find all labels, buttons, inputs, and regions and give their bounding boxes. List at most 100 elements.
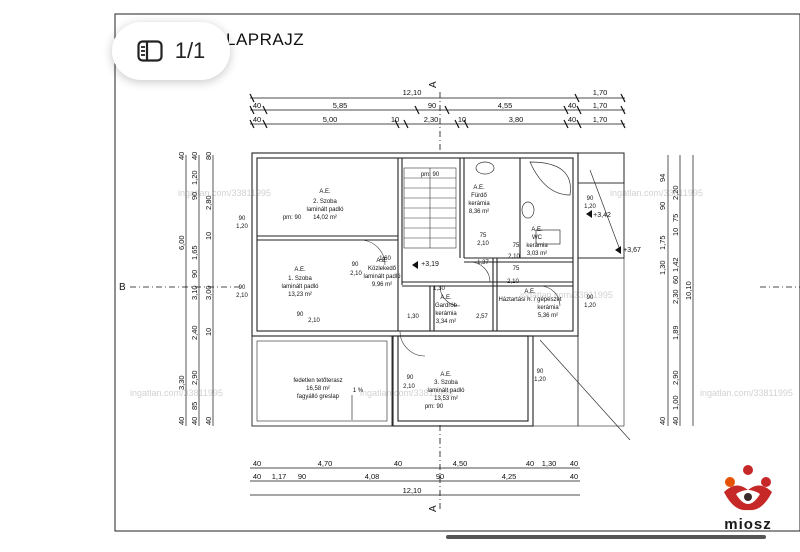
svg-text:40: 40: [190, 152, 199, 160]
svg-text:90: 90: [352, 262, 359, 268]
top-overall-dim: 12,10: [403, 88, 422, 97]
svg-text:1,30: 1,30: [542, 459, 557, 468]
svg-text:4,55: 4,55: [498, 101, 513, 110]
svg-text:40: 40: [570, 472, 578, 481]
svg-text:+3,67: +3,67: [623, 247, 641, 254]
top-dimensions: [249, 93, 626, 129]
svg-text:3,34 m²: 3,34 m²: [436, 319, 456, 325]
svg-text:90: 90: [537, 369, 544, 375]
watermark: ingatlan.com/33811995: [700, 388, 793, 398]
svg-text:3. Szoba: 3. Szoba: [434, 380, 458, 386]
terrace-slope: [351, 169, 631, 441]
svg-text:1,75: 1,75: [658, 235, 667, 250]
svg-text:2,10: 2,10: [507, 279, 519, 285]
svg-text:1,20: 1,20: [236, 224, 248, 230]
svg-text:90: 90: [239, 285, 246, 291]
svg-text:3,80: 3,80: [509, 115, 524, 124]
svg-text:90: 90: [407, 375, 414, 381]
svg-text:1,00: 1,00: [671, 395, 680, 410]
section-b-label: B: [119, 282, 126, 293]
svg-text:3,30: 3,30: [177, 375, 186, 390]
staircase: [403, 167, 457, 249]
svg-text:1,20: 1,20: [534, 377, 546, 383]
walls: [251, 152, 625, 427]
svg-text:90: 90: [190, 192, 199, 200]
svg-text:laminált padló: laminált padló: [427, 388, 465, 394]
svg-text:10: 10: [204, 232, 213, 240]
svg-text:A.E.: A.E.: [376, 258, 388, 264]
left-dimensions: [185, 155, 214, 426]
svg-text:75: 75: [513, 243, 520, 249]
svg-text:90: 90: [297, 312, 304, 318]
watermark: ingatlan.com/33811995: [130, 388, 223, 398]
svg-text:A.E.: A.E.: [473, 185, 485, 191]
section-a-bottom-label: A: [428, 505, 439, 512]
svg-text:40: 40: [190, 417, 199, 425]
svg-text:1 %: 1 %: [353, 388, 364, 394]
svg-text:2,10: 2,10: [236, 293, 248, 299]
svg-text:40: 40: [253, 115, 261, 124]
svg-text:1,17: 1,17: [272, 472, 287, 481]
bottom-overall-dim: 12,10: [403, 486, 422, 495]
svg-text:2,10: 2,10: [350, 271, 362, 277]
logo-text: miosz: [724, 516, 772, 533]
svg-text:1,65: 1,65: [190, 245, 199, 260]
svg-text:40: 40: [570, 459, 578, 468]
svg-text:13,23 m²: 13,23 m²: [288, 292, 312, 298]
bathroom-fixtures: [475, 161, 571, 245]
svg-text:A.E.: A.E.: [440, 295, 452, 301]
svg-text:40: 40: [526, 459, 534, 468]
svg-text:laminált padló: laminált padló: [363, 274, 401, 280]
svg-text:6,00: 6,00: [177, 235, 186, 250]
svg-text:90: 90: [190, 270, 199, 278]
bottom-dimensions: [250, 467, 580, 496]
svg-text:A.E.: A.E.: [440, 372, 452, 378]
svg-text:2,90: 2,90: [190, 370, 199, 385]
svg-text:16,58 m²: 16,58 m²: [306, 386, 330, 392]
svg-text:1,42: 1,42: [671, 257, 680, 272]
svg-text:A.E.: A.E.: [524, 289, 536, 295]
svg-text:90: 90: [239, 216, 246, 222]
svg-text:40: 40: [394, 459, 402, 468]
svg-text:4,25: 4,25: [502, 472, 517, 481]
svg-text:laminált padló: laminált padló: [306, 207, 344, 213]
svg-text:1,30: 1,30: [433, 286, 445, 292]
svg-text:40: 40: [568, 115, 576, 124]
svg-text:A.E.: A.E.: [319, 189, 331, 195]
svg-text:A.E.: A.E.: [294, 267, 306, 273]
svg-text:40: 40: [671, 417, 680, 425]
svg-text:2,10: 2,10: [308, 318, 320, 324]
svg-text:3,03 m²: 3,03 m²: [527, 251, 547, 257]
svg-text:pm: 90: pm: 90: [421, 172, 440, 178]
horizontal-scrollbar[interactable]: [446, 535, 766, 539]
svg-text:5,36 m²: 5,36 m²: [538, 313, 558, 319]
svg-text:9,96 m²: 9,96 m²: [372, 282, 392, 288]
page-counter: 1/1: [174, 38, 206, 63]
svg-text:kerámia: kerámia: [537, 305, 559, 311]
svg-text:1,70: 1,70: [593, 101, 608, 110]
pages-icon: [137, 40, 163, 62]
svg-text:4,50: 4,50: [453, 459, 468, 468]
svg-text:75: 75: [480, 233, 487, 239]
svg-text:90: 90: [436, 472, 444, 481]
page-indicator-button[interactable]: 1/1: [112, 22, 230, 80]
svg-text:75: 75: [671, 214, 680, 222]
watermark: ingatlan.com/33811995: [610, 188, 703, 198]
svg-text:+3,42: +3,42: [593, 212, 611, 219]
svg-text:Közlekedő: Közlekedő: [368, 266, 397, 272]
svg-text:90: 90: [658, 202, 667, 210]
svg-text:laminált padló: laminált padló: [281, 284, 319, 290]
svg-text:90: 90: [428, 101, 436, 110]
svg-text:40: 40: [253, 472, 261, 481]
svg-text:pm: 90: pm: 90: [425, 404, 444, 410]
svg-text:90: 90: [587, 295, 594, 301]
svg-text:Fürdő: Fürdő: [471, 193, 487, 199]
svg-text:40: 40: [204, 417, 213, 425]
svg-text:5,85: 5,85: [333, 101, 348, 110]
svg-text:1,70: 1,70: [593, 115, 608, 124]
svg-text:94: 94: [658, 174, 667, 182]
svg-text:3,10: 3,10: [190, 285, 199, 300]
svg-text:2,80: 2,80: [204, 195, 213, 210]
